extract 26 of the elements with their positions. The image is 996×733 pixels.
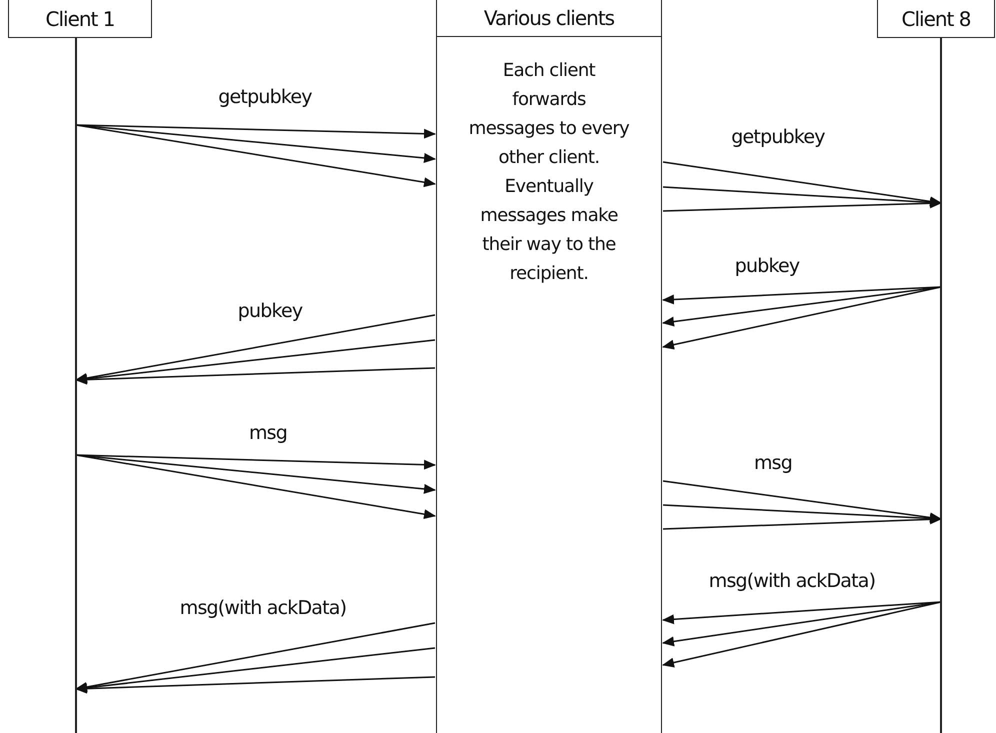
- message-arrow: [662, 601, 942, 668]
- message-arrow: [75, 314, 436, 383]
- message-arrow: [662, 198, 942, 212]
- message-arrow: [662, 286, 942, 350]
- message-arrow: [662, 161, 942, 206]
- message-arrow: [662, 186, 942, 208]
- message-arrow: [75, 367, 436, 385]
- message-arrow: [75, 647, 436, 693]
- message-arrow: [76, 454, 436, 520]
- description-text: Each client forwards messages to every other client. Eventually messages make their way to the recipient.: [468, 59, 630, 286]
- message-arrow: [662, 601, 942, 646]
- message-arrow: [75, 622, 436, 692]
- message-arrow: [75, 339, 436, 384]
- participant-box: Client 1: [8, 0, 152, 38]
- message-label: getpubkey: [729, 126, 827, 148]
- message-label: getpubkey: [216, 86, 314, 108]
- lifeline: [940, 38, 942, 733]
- participant-box: Client 8: [877, 0, 995, 38]
- message-arrow: [75, 676, 436, 694]
- participant-column: [436, 0, 662, 733]
- lifeline: [75, 38, 77, 733]
- column-heading: Various clients: [437, 0, 661, 37]
- message-arrow: [662, 480, 942, 522]
- message-arrow: [662, 286, 942, 327]
- message-arrow: [662, 514, 942, 530]
- message-arrow: [76, 124, 436, 188]
